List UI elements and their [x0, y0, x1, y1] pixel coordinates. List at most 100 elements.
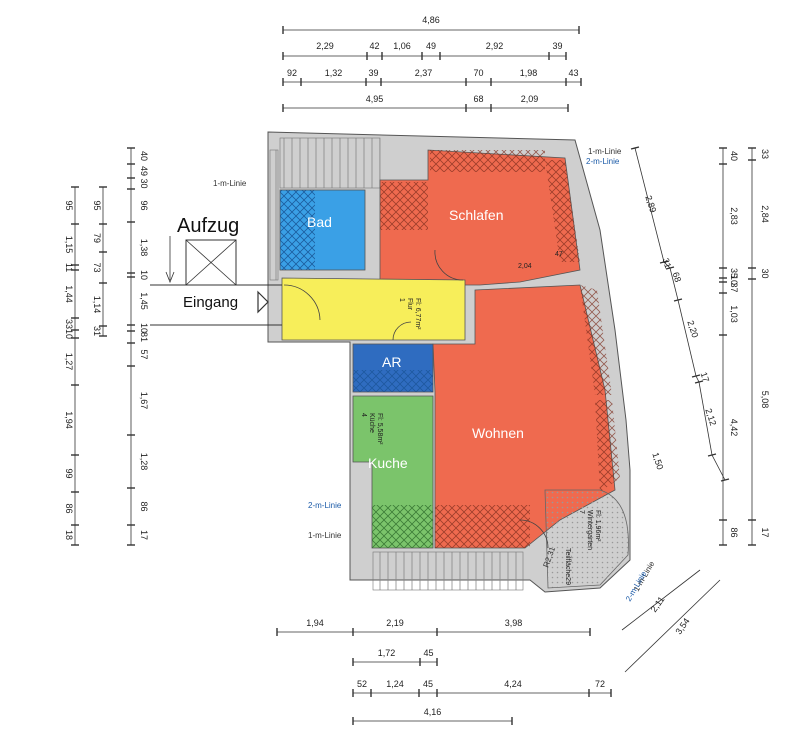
dim-label-top_row3-4: 70	[473, 68, 483, 78]
rooms	[279, 149, 629, 589]
dim-label-bottom_row2-0: 1,72	[378, 648, 396, 658]
dim-label-left_col1-8: 99	[64, 468, 74, 478]
dim-label-right_col1-4: 17	[699, 371, 712, 384]
dim-label-right_col2-5: 1,03	[729, 305, 739, 323]
dim-label-top_row3-6: 43	[568, 68, 578, 78]
dim-label-left_col2-1: 79	[92, 233, 102, 243]
dim-label-bottom_row3-2: 45	[423, 679, 433, 689]
label-1m-linie-bottom: 1-m-Linie	[308, 531, 342, 540]
label-1m-linie-left: 1-m-Linie	[213, 179, 247, 188]
label-kuche: Kuche	[368, 455, 408, 471]
elevator	[165, 236, 237, 286]
label-1m-linie-right: 1-m-Linie	[588, 147, 622, 156]
kueche-number: 4	[360, 413, 367, 417]
dim-label-left_col1-4: 33	[64, 319, 74, 329]
dim-label-bottom_row4-0: 4,16	[424, 707, 442, 717]
dim-label-left_col3-10: 1,67	[139, 392, 149, 410]
dim-label-left_col1-10: 18	[64, 530, 74, 540]
dim-label-top_row2-0: 2,29	[316, 41, 334, 51]
wintergarten-number: 7	[578, 510, 585, 514]
dim-label-top_row3-5: 1,98	[520, 68, 538, 78]
dim-label-right_col3-3: 5,08	[760, 391, 770, 409]
room-flur[interactable]	[281, 277, 466, 341]
flur-name: Flur	[406, 298, 413, 311]
dim-label-top_row1-0: 4,86	[422, 15, 440, 25]
flur-number: 1	[398, 298, 405, 302]
dim-label-left_col2-3: 1,14	[92, 296, 102, 314]
dim-label-left_col1-2: 11	[64, 263, 74, 272]
wintergarten-name: Wintergarten	[586, 510, 593, 550]
dim-label-top_row4-1: 68	[473, 94, 483, 104]
balcony-top	[279, 137, 381, 189]
dim-label-top_row3-3: 2,37	[415, 68, 433, 78]
dim-label-left_col3-5: 10	[139, 270, 149, 280]
dim-label-left_col3-8: 81	[139, 332, 149, 342]
dim-label-diag-1: 3,54	[673, 616, 691, 636]
dim-label-top_row3-1: 1,32	[325, 68, 343, 78]
label-ar: AR	[382, 354, 401, 370]
label-wohnen: Wohnen	[472, 425, 524, 441]
dim-label-top_row3-0: 92	[287, 68, 297, 78]
dim-label-right_col1-2: 68	[671, 271, 684, 284]
dim-2-04: 2,04	[518, 263, 532, 270]
dim-label-right_col3-4: 17	[760, 527, 770, 537]
dim-label-top_row3-2: 39	[368, 68, 378, 78]
dim-label-right_col2-7: 86	[729, 527, 739, 537]
dim-label-right_col1-3: 2,20	[685, 319, 700, 339]
entrance-arrow-icon	[257, 290, 269, 314]
dim-label-right_col2-4: 37	[729, 282, 739, 292]
flur-area: Fl: 6,77m²	[414, 298, 421, 330]
dim-label-top_row2-4: 2,92	[486, 41, 504, 51]
dim-label-bottom_row3-1: 1,24	[386, 679, 404, 689]
dim-label-left_col1-7: 1,94	[64, 411, 74, 429]
dim-label-left_col3-13: 17	[139, 530, 149, 540]
wintergarten-area: Fl: 1,96m²	[594, 510, 601, 542]
dim-label-right_col3-1: 2,84	[760, 205, 770, 223]
dim-label-right_col3-2: 30	[760, 268, 770, 278]
label-2m-linie-diag: 2-m-Linie	[624, 569, 649, 603]
dim-label-right_col3-0: 33	[760, 149, 770, 159]
kueche-name: Küche	[368, 413, 375, 433]
dim-label-left_col1-1: 1,15	[64, 236, 74, 254]
label-schlafen: Schlafen	[449, 207, 503, 223]
dim-label-top_row2-1: 42	[369, 41, 379, 51]
dim-label-left_col3-9: 57	[139, 349, 149, 359]
dim-label-left_col3-6: 1,45	[139, 292, 149, 310]
dim-label-left_col3-11: 1,28	[139, 453, 149, 471]
dim-label-left_col2-4: 31	[92, 326, 102, 336]
kueche-area: Fl: 5,58m²	[376, 413, 383, 445]
dim-label-bottom_row1-1: 2,19	[386, 618, 404, 628]
dim-label-right_col2-3: 10	[729, 275, 739, 285]
dim-label-left_col3-4: 1,38	[139, 239, 149, 257]
dim-label-top_row2-3: 49	[426, 41, 436, 51]
label-2m-linie-right: 2-m-Linie	[586, 157, 620, 166]
dim-label-right_col2-6: 4,42	[729, 419, 739, 437]
dim-label-top_row4-2: 2,09	[521, 94, 539, 104]
dim-label-bottom_row3-0: 52	[357, 679, 367, 689]
dim-label-bottom_row1-2: 3,98	[505, 618, 523, 628]
dim-label-right_col2-0: 40	[729, 151, 739, 161]
dim-label-bottom_row3-4: 72	[595, 679, 605, 689]
dim-label-left_col1-6: 1,27	[64, 353, 74, 371]
label-bad: Bad	[307, 214, 332, 230]
label-aufzug: Aufzug	[177, 215, 239, 237]
label-2m-linie-bottom: 2-m-Linie	[308, 501, 342, 510]
dim-label-bottom_row3-3: 4,24	[504, 679, 522, 689]
dim-label-right_col1-5: 2,12	[703, 407, 718, 427]
dim-label-left_col2-2: 73	[92, 262, 102, 272]
dim-label-top_row2-2: 1,06	[393, 41, 411, 51]
room-wintergarten[interactable]	[544, 489, 629, 589]
dim-label-right_col1-0: 2,89	[643, 194, 658, 214]
dim-label-left_col1-0: 95	[64, 200, 74, 210]
dim-label-left_col3-2: 30	[139, 178, 149, 188]
dim-label-top_row4-0: 4,95	[366, 94, 384, 104]
dim-label-left_col2-0: 95	[92, 200, 102, 210]
label-eingang: Eingang	[183, 294, 238, 311]
dim-label-left_col1-5: 10	[64, 329, 74, 339]
dim-label-left_col3-0: 40	[139, 151, 149, 161]
dim-label-top_row2-5: 39	[552, 41, 562, 51]
dim-label-bottom_row1-0: 1,94	[306, 618, 324, 628]
dim-label-left_col1-3: 1,44	[64, 285, 74, 303]
dim-label-right_col2-1: 2,83	[729, 207, 739, 225]
